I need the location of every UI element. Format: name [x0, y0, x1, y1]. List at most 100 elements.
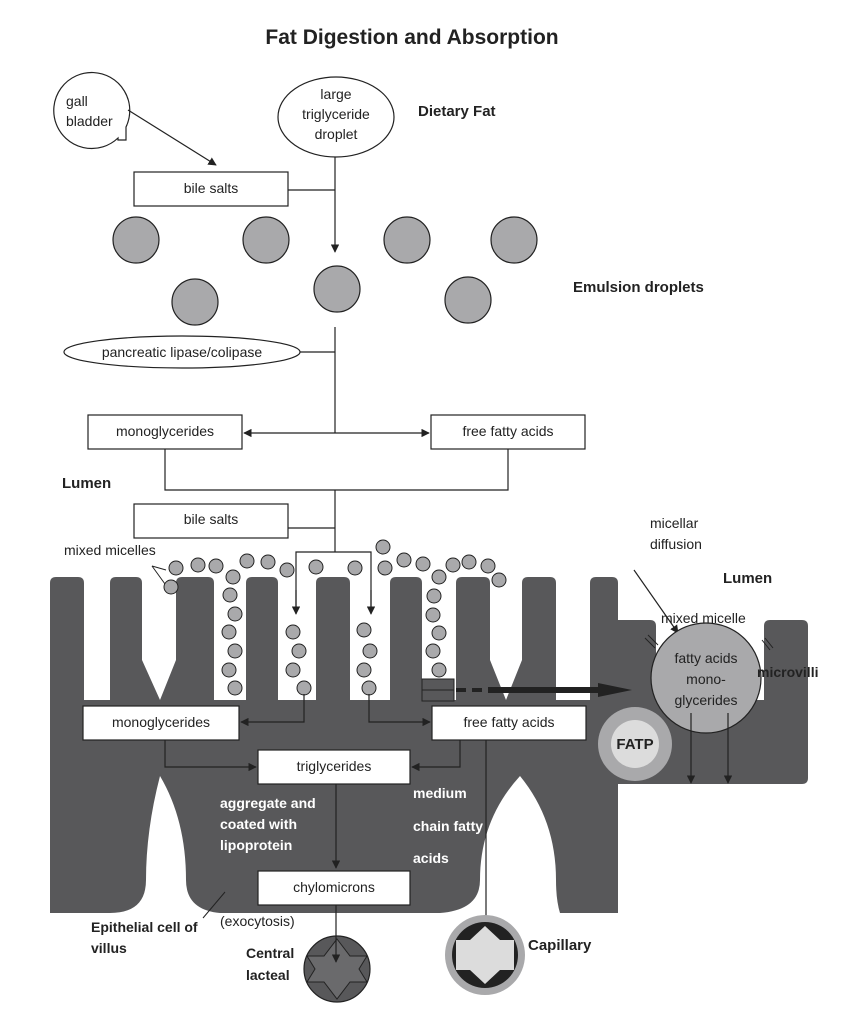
- micelle: [356, 622, 372, 638]
- triglycerides-box: [257, 749, 411, 785]
- bile-salts-box-top: [133, 171, 289, 207]
- mixed-micelles-label: mixed micelles: [64, 542, 156, 558]
- diagram-title: Fat Digestion and Absorption: [265, 26, 558, 49]
- gall-bladder-label: gall: [66, 93, 88, 109]
- pointer-line: [202, 891, 226, 919]
- emulsion-droplet: [490, 216, 538, 264]
- free-fatty-acids-cell-label: free fatty acids: [463, 714, 554, 730]
- pancreatic-lipase-label: pancreatic lipase/colipase: [102, 344, 263, 360]
- micelle: [415, 556, 431, 572]
- free-fatty-acids-box-cell: [431, 705, 587, 741]
- micelle: [163, 579, 179, 595]
- micelle-contents-label: mono-: [686, 671, 726, 687]
- micelle-contents-label: glycerides: [674, 692, 737, 708]
- micelle: [480, 558, 496, 574]
- emulsion-droplets-label: Emulsion droplets: [573, 279, 704, 296]
- exocytosis-label: (exocytosis): [220, 913, 295, 929]
- aggregate-label: aggregate and: [220, 795, 316, 811]
- micelle: [291, 643, 307, 659]
- mixed-micelle-label: mixed micelle: [661, 610, 746, 626]
- large-triglyceride-droplet: large triglyceride droplet: [277, 76, 395, 158]
- aggregate-label: coated with: [220, 816, 297, 832]
- droplet-label: large: [320, 86, 351, 102]
- merge-bracket: [164, 449, 509, 491]
- medium-chain-label: medium: [413, 785, 467, 801]
- monoglycerides-box-cell: [82, 705, 240, 741]
- monoglycerides-box-top: [87, 414, 243, 450]
- micelle: [190, 557, 206, 573]
- central-lacteal-label: Central: [246, 945, 294, 961]
- emulsion-droplet: [112, 216, 160, 264]
- aggregate-label: lipoprotein: [220, 837, 292, 853]
- gall-bladder-arrow: [127, 109, 217, 166]
- micelle: [227, 606, 243, 622]
- micellar-diffusion-label: micellar: [650, 515, 699, 531]
- micelle: [296, 680, 312, 696]
- micelle: [425, 607, 441, 623]
- epithelial-label: villus: [91, 940, 127, 956]
- micelle: [227, 643, 243, 659]
- tick-mark: [764, 637, 774, 649]
- droplet-label: droplet: [315, 126, 358, 142]
- bile-salts-top-label: bile salts: [184, 180, 238, 196]
- branch-lines: [295, 551, 372, 612]
- micelle: [431, 662, 447, 678]
- micellar-diffusion-label: diffusion: [650, 536, 702, 552]
- flow-arrow: [164, 740, 257, 772]
- micelle: [396, 552, 412, 568]
- micelle: [221, 624, 237, 640]
- micelle: [222, 587, 238, 603]
- dietary-fat-label: Dietary Fat: [418, 103, 496, 120]
- mixed-micelles: [163, 539, 507, 696]
- micelle: [426, 588, 442, 604]
- lumen-right-label: Lumen: [723, 570, 772, 587]
- droplet-label: triglyceride: [302, 106, 370, 122]
- micelle: [356, 662, 372, 678]
- tick-mark: [761, 639, 771, 651]
- fatp-label: FATP: [616, 736, 653, 753]
- micelle: [279, 562, 295, 578]
- emulsion-droplet: [383, 216, 431, 264]
- emulsion-droplet: [171, 278, 219, 326]
- medium-chain-label: acids: [413, 850, 449, 866]
- tick-mark: [647, 634, 659, 646]
- micelle-contents-label: fatty acids: [674, 650, 737, 666]
- micelle: [425, 643, 441, 659]
- mixed-micelle-large: fatty acids mono- glycerides: [650, 622, 762, 734]
- villus-tissue: [50, 577, 808, 913]
- tick-mark: [644, 637, 656, 649]
- flow-arrow: [368, 694, 431, 727]
- emulsion-droplet: [313, 265, 361, 313]
- micelle: [362, 643, 378, 659]
- central-lacteal: [303, 935, 371, 1003]
- gall-bladder: gall bladder: [53, 71, 131, 150]
- micelle: [208, 558, 224, 574]
- diffusion-arrow-head: [488, 683, 632, 697]
- micelle: [239, 553, 255, 569]
- pointer-line: [151, 565, 166, 585]
- monoglycerides-cell-label: monoglycerides: [112, 714, 210, 730]
- micelle: [285, 662, 301, 678]
- micelle: [227, 680, 243, 696]
- fatp-transporter: FATP: [598, 707, 672, 781]
- pointer-line: [151, 565, 167, 571]
- chylomicrons-box: [257, 870, 411, 906]
- epithelial-label: Epithelial cell of: [91, 919, 198, 935]
- central-lacteal-label: lacteal: [246, 967, 290, 983]
- emulsion-droplet: [444, 276, 492, 324]
- micelle: [308, 559, 324, 575]
- micelle: [445, 557, 461, 573]
- emulsion-droplet: [242, 216, 290, 264]
- diffusion-pointer: [633, 569, 679, 634]
- capillary: [445, 915, 525, 995]
- free-fatty-acids-top-label: free fatty acids: [462, 423, 553, 439]
- micelle: [347, 560, 363, 576]
- microvilli-label: microvilli: [757, 664, 818, 680]
- micelle: [491, 572, 507, 588]
- micelle: [377, 560, 393, 576]
- chylomicrons-label: chylomicrons: [293, 879, 375, 895]
- micelle: [361, 680, 377, 696]
- micelle: [225, 569, 241, 585]
- micelle: [375, 539, 391, 555]
